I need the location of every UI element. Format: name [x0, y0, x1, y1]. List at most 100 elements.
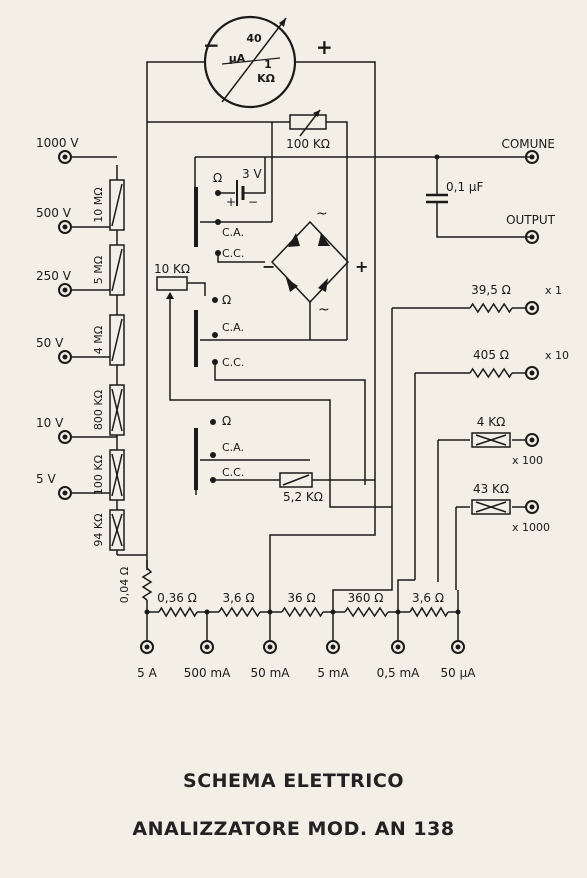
resistor-divider: 100 KΩ — [92, 449, 125, 501]
meter-minus: − — [203, 33, 220, 57]
label-ohm-2: Ω — [222, 293, 231, 307]
label-divider-resistor: 94 KΩ — [92, 513, 105, 546]
terminal-ohm[interactable] — [525, 301, 539, 315]
label-ohm-multiplier: x 10 — [545, 349, 569, 362]
terminal-voltage[interactable] — [58, 150, 72, 164]
label-cc-2: C.C. — [222, 356, 244, 369]
label-voltage-range: 10 V — [36, 416, 64, 430]
terminal-current[interactable] — [200, 640, 214, 654]
current-shunts: 0,04 Ω 0,36 Ω 3,6 Ω 36 Ω 360 Ω 3,6 Ω 5 A 500 mA… — [118, 485, 476, 680]
label-divider-resistor: 4 MΩ — [92, 326, 105, 354]
terminal-output[interactable] — [525, 230, 539, 244]
ohm-range: 405 Ω x 10 — [415, 348, 569, 380]
resistor-divider: 10 MΩ — [92, 179, 125, 231]
caption-title: SCHEMA ELETTRICO — [183, 770, 404, 792]
label-shunt-resistor: 3,6 Ω — [222, 591, 254, 605]
terminal-voltage[interactable] — [58, 350, 72, 364]
label-current-range: 50 mA — [251, 666, 291, 680]
wire-top-right — [326, 121, 348, 340]
bridge-plus: + — [355, 257, 368, 276]
resistor-divider: 5 MΩ — [92, 244, 125, 296]
label-ohm-resistor: 405 Ω — [473, 348, 509, 362]
terminal-voltage[interactable] — [58, 486, 72, 500]
label-ohm-3: Ω — [222, 414, 231, 428]
terminal-current[interactable] — [451, 640, 465, 654]
resistor-shunt: 36 Ω — [270, 591, 333, 618]
terminal-voltage[interactable] — [58, 220, 72, 234]
battery-minus: − — [248, 195, 258, 209]
caption-model: ANALIZZATORE MOD. AN 138 — [132, 818, 455, 840]
label-divider-resistor: 5 MΩ — [92, 256, 105, 284]
label-ohm-multiplier: x 1 — [545, 284, 562, 297]
label-divider-resistor: 10 MΩ — [92, 187, 105, 222]
label-ohm-resistor: 39,5 Ω — [471, 283, 511, 297]
ohm-range: 39,5 Ω x 1 — [392, 283, 562, 315]
label-ca-2: C.A. — [222, 321, 244, 334]
meter-resistance: KΩ — [257, 72, 276, 85]
label-shunt-resistor: 360 Ω — [348, 591, 384, 605]
terminal-current[interactable] — [391, 640, 405, 654]
label-cc-1: C.C. — [222, 247, 244, 260]
switch-section-2: Ω C.A. C.C. — [194, 293, 366, 485]
terminal-voltage[interactable] — [58, 430, 72, 444]
resistor-shunt: 360 Ω — [333, 591, 398, 618]
label-comune: COMUNE — [501, 137, 555, 151]
label-pot: 10 KΩ — [154, 262, 190, 276]
resistor-divider: 94 KΩ — [92, 509, 125, 551]
resistor-divider: 4 MΩ — [92, 314, 125, 366]
terminal-current[interactable] — [263, 640, 277, 654]
bridge-ac-top: ~ — [316, 206, 328, 222]
resistor-shunt — [141, 567, 153, 601]
label-battery: 3 V — [242, 167, 262, 181]
terminal-ohm[interactable] — [525, 500, 539, 514]
label-cc-3: C.C. — [222, 466, 244, 479]
label-voltage-range: 500 V — [36, 206, 72, 220]
ohm-range: 4 KΩx 100 — [438, 415, 543, 467]
label-voltage-range: 5 V — [36, 472, 56, 486]
terminal-ohm[interactable] — [525, 366, 539, 380]
wire-meter-minus — [146, 61, 205, 570]
battery-plus: + — [226, 195, 236, 209]
label-divider-resistor: 800 KΩ — [92, 390, 105, 430]
label-5-2k: 5,2 KΩ — [283, 490, 323, 504]
label-ca-1: C.A. — [222, 226, 244, 239]
terminal-current[interactable] — [326, 640, 340, 654]
label-shunt-resistor: 3,6 Ω — [412, 591, 444, 605]
terminal-current[interactable] — [140, 640, 154, 654]
meter-resistance-top: 1 — [264, 58, 272, 71]
label-ohm-multiplier: x 1000 — [512, 521, 550, 534]
label-ca-3: C.A. — [222, 441, 244, 454]
label-output: OUTPUT — [506, 213, 556, 227]
label-shunt-resistor: 0,04 Ω — [118, 567, 131, 603]
switch-section-1: Ω C.A. C.C. — [194, 171, 272, 263]
meter-unit: µA — [229, 52, 246, 65]
terminal-ohm[interactable] — [525, 433, 539, 447]
wire-meter-plus — [295, 61, 376, 485]
label-shunt-resistor: 0,36 Ω — [157, 591, 197, 605]
label-voltage-range: 250 V — [36, 269, 72, 283]
battery-3v: 3 V + − — [194, 157, 266, 245]
bridge-ac-bottom: ~ — [318, 302, 330, 318]
ohm-range: 43 KΩ x 1000 — [456, 482, 550, 534]
microammeter: 40 µA 1 KΩ − + — [203, 15, 333, 109]
meter-plus: + — [316, 35, 333, 59]
label-current-range: 5 A — [137, 666, 157, 680]
terminal-comune[interactable] — [525, 150, 539, 164]
resistor-shunt: 3,6 Ω — [398, 591, 458, 618]
label-current-range: 50 µA — [441, 666, 477, 680]
label-100k-top: 100 KΩ — [286, 137, 330, 151]
label-current-range: 500 mA — [184, 666, 231, 680]
terminal-voltage[interactable] — [58, 283, 72, 297]
bridge-rectifier: − + ~ ~ — [262, 206, 368, 340]
label-current-range: 5 mA — [317, 666, 349, 680]
label-voltage-range: 1000 V — [36, 136, 79, 150]
label-ohm-resistor: 43 KΩ — [473, 482, 509, 496]
resistor-divider: 800 KΩ — [92, 384, 125, 436]
label-ohm-multiplier: x 100 — [512, 454, 543, 467]
switch-section-3: Ω C.A. C.C. 5,2 KΩ — [194, 414, 375, 504]
bridge-minus: − — [262, 257, 275, 276]
potentiometer-10k: 10 KΩ — [154, 262, 331, 485]
